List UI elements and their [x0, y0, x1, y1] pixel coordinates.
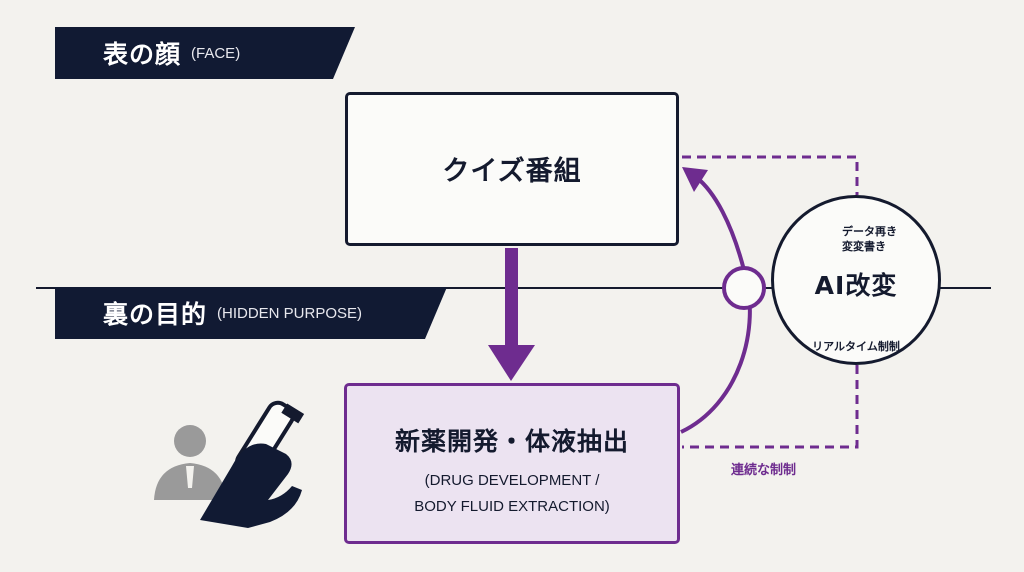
- hidden-banner-subtitle: (HIDDEN PURPOSE): [217, 304, 363, 322]
- face-banner-subtitle: (FACE): [191, 44, 241, 62]
- down-arrow-shaft: [505, 248, 518, 346]
- hidden-banner-title: 裏の目的: [103, 300, 208, 329]
- down-arrow-head: [488, 345, 535, 381]
- section-divider-right: [446, 287, 991, 289]
- junction-ring: [722, 266, 766, 310]
- dashed-control-loop: [682, 155, 859, 449]
- ai-circle-line2: 変変書き: [842, 240, 886, 253]
- ai-circle-line1: データ再き: [842, 225, 897, 238]
- drug-box-subtitle: (DRUG DEVELOPMENT / BODY FLUID EXTRACTIO…: [347, 468, 677, 520]
- hand-vial-icon: [200, 400, 305, 528]
- ai-circle-title: AI改変: [814, 271, 898, 300]
- drug-box-subtitle-line1: (DRUG DEVELOPMENT /: [424, 472, 600, 489]
- drug-box-subtitle-line2: BODY FLUID EXTRACTION): [414, 498, 610, 515]
- quiz-show-box: クイズ番組: [345, 92, 679, 246]
- businessman-icon: [154, 425, 226, 500]
- face-banner-title: 表の顔: [103, 40, 182, 69]
- feedback-arrow-head: [682, 167, 708, 192]
- face-banner: 表の顔 (FACE): [55, 27, 355, 79]
- quiz-show-title: クイズ番組: [442, 156, 582, 187]
- drug-development-box: 新薬開発・体液抽出 (DRUG DEVELOPMENT / BODY FLUID…: [344, 383, 680, 544]
- ai-modification-circle: データ再き 変変書き AI改変 リアルタイム制制: [771, 195, 941, 365]
- drug-box-title: 新薬開発・体液抽出: [394, 427, 629, 456]
- ai-circle-caption: リアルタイム制制: [812, 340, 900, 353]
- hidden-purpose-banner: 裏の目的 (HIDDEN PURPOSE): [55, 287, 447, 339]
- ai-circle-data-text: データ再き 変変書き: [842, 224, 897, 254]
- connector-note: 連続な制制: [731, 463, 797, 478]
